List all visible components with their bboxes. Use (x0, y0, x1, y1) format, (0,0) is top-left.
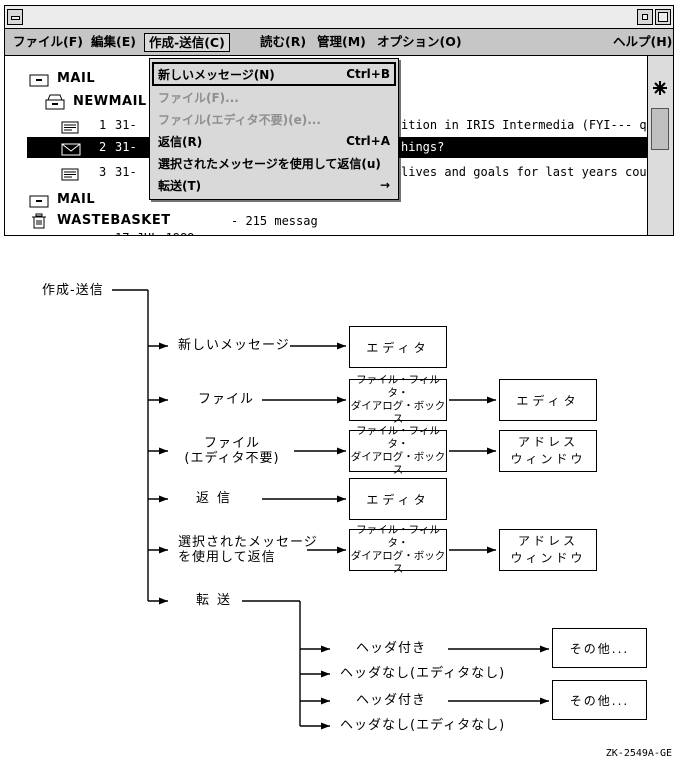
folder-row-mail-2[interactable]: MAIL (5, 190, 646, 211)
folder-row-mail[interactable]: MAIL (5, 69, 646, 90)
message-date: 31- (115, 165, 137, 179)
diagram-box-address: アドレス ウィンドウ (499, 529, 597, 571)
message-subject: ition in IRIS Intermedia (FYI--- q (401, 118, 647, 132)
diagram-box-file-filter: ファイル・フィルタ・ ダイアログ・ボックス (349, 374, 447, 425)
diagram-box-file-filter: ファイル・フィルタ・ ダイアログ・ボックス (349, 524, 447, 575)
window-menu-button[interactable] (7, 9, 23, 25)
diagram-root-label: 作成-送信 (42, 283, 104, 298)
folder-name: MAIL (57, 192, 96, 207)
message-date: 31- (115, 118, 137, 132)
menu-help[interactable]: ヘルプ(H) (613, 34, 673, 49)
star-icon (652, 80, 668, 96)
diagram-branch-reply: 返信 (196, 491, 239, 506)
message-subject: lives and goals for last years coun (401, 165, 654, 179)
message-date: 31- (115, 140, 137, 154)
diagram-box-address: アドレス ウィンドウ (499, 430, 597, 472)
message-number: 1 (99, 118, 107, 132)
menu-file[interactable]: ファイル(F) (13, 34, 83, 49)
message-number: 3 (99, 165, 107, 179)
window-menu-icon (11, 16, 20, 20)
folder-name: MAIL (57, 71, 96, 86)
menu-options[interactable]: オプション(O) (377, 34, 462, 49)
menu-item-file-no-editor[interactable]: ファイル(エディタ不要)(e)... (152, 108, 396, 130)
message-subject: hings? (401, 140, 445, 154)
folder-name: WASTEBASKET (57, 213, 171, 228)
message-row-3[interactable]: 3 31- lives and goals for last years cou… (5, 162, 654, 185)
diagram-branch-forward: 転送 (196, 593, 239, 608)
diagram-box-other: その他... (552, 628, 647, 668)
submenu-arrow-icon: → (379, 178, 390, 192)
diagram-box-editor: エディタ (499, 379, 597, 421)
menubar: ファイル(F) 編集(E) 作成-送信(C) 読む(R) 管理(M) オプション… (5, 29, 673, 56)
compose-send-menu: 新しいメッセージ(N) Ctrl+B ファイル(F)... ファイル(エディタ不… (149, 58, 399, 200)
diagram-box-other: その他... (552, 680, 647, 720)
menu-edit[interactable]: 編集(E) (91, 34, 136, 49)
partial-message-row[interactable]: 17-JUL-1989 (5, 229, 646, 235)
scrollbar-thumb[interactable] (651, 108, 669, 150)
menu-item-label: 返信(R) (158, 134, 203, 149)
diagram-branch-reply-selected: 選択されたメッセージ を使用して返信 (178, 535, 318, 565)
menu-item-label: 選択されたメッセージを使用して返信(u) (158, 156, 381, 171)
scrollbar[interactable] (647, 56, 673, 235)
maximize-icon (658, 12, 668, 22)
diagram-branch-new-message: 新しいメッセージ (178, 338, 290, 353)
message-icon (61, 166, 79, 185)
maximize-button[interactable] (655, 9, 671, 25)
menu-item-file[interactable]: ファイル(F)... (152, 86, 396, 108)
diagram-branch-file: ファイル (198, 392, 255, 407)
menu-item-reply-using-selected[interactable]: 選択されたメッセージを使用して返信(u) (152, 152, 396, 174)
mail-window: ファイル(F) 編集(E) 作成-送信(C) 読む(R) 管理(M) オプション… (4, 5, 674, 236)
menu-compose-send[interactable]: 作成-送信(C) (144, 33, 230, 52)
diagram-sub-no-header: ヘッダなし(エディタなし) (340, 718, 506, 733)
iconify-button[interactable] (637, 9, 653, 25)
open-drawer-icon (45, 94, 65, 114)
menu-item-label: ファイル(エディタ不要)(e)... (158, 112, 321, 127)
menu-read[interactable]: 読む(R) (260, 34, 307, 49)
menu-item-label: ファイル(F)... (158, 90, 239, 105)
diagram-box-editor: エディタ (349, 326, 447, 368)
menu-item-new-message[interactable]: 新しいメッセージ(N) Ctrl+B (152, 62, 396, 86)
titlebar (5, 6, 673, 29)
menu-item-label: 転送(T) (158, 178, 202, 193)
message-icon (61, 119, 79, 138)
drawer-icon (29, 73, 49, 92)
menu-item-label: 新しいメッセージ(N) (158, 67, 275, 82)
folder-row-wastebasket[interactable]: WASTEBASKET - 215 messag (5, 211, 646, 232)
diagram-branch-file-no-editor: ファイル (エディタ不要) (184, 436, 280, 466)
message-date: 17-JUL-1989 (115, 231, 194, 235)
diagram-box-editor: エディタ (349, 478, 447, 520)
menu-item-accelerator: Ctrl+A (346, 134, 390, 148)
message-row-1[interactable]: 1 31- ition in IRIS Intermedia (FYI--- q (5, 115, 647, 138)
diagram-box-file-filter: ファイル・フィルタ・ ダイアログ・ボックス (349, 425, 447, 476)
folder-detail: - 215 messag (231, 214, 318, 228)
menu-item-accelerator: Ctrl+B (346, 67, 390, 81)
diagram-sub-with-header: ヘッダ付き (356, 693, 427, 708)
trash-icon (31, 213, 47, 234)
menu-manage[interactable]: 管理(M) (317, 34, 366, 49)
figure-caption: ZK-2549A-GE (605, 748, 672, 759)
menu-item-forward[interactable]: 転送(T) → (152, 174, 396, 196)
message-number: 2 (99, 140, 107, 154)
menu-item-reply[interactable]: 返信(R) Ctrl+A (152, 130, 396, 152)
envelope-icon (61, 141, 81, 160)
iconify-icon (642, 14, 648, 20)
diagram-sub-no-header: ヘッダなし(エディタなし) (340, 666, 506, 681)
drawer-icon (29, 194, 49, 213)
diagram-sub-with-header: ヘッダ付き (356, 641, 427, 656)
folder-row-newmail[interactable]: NEWMAIL (5, 92, 646, 113)
folder-name: NEWMAIL (73, 94, 147, 109)
